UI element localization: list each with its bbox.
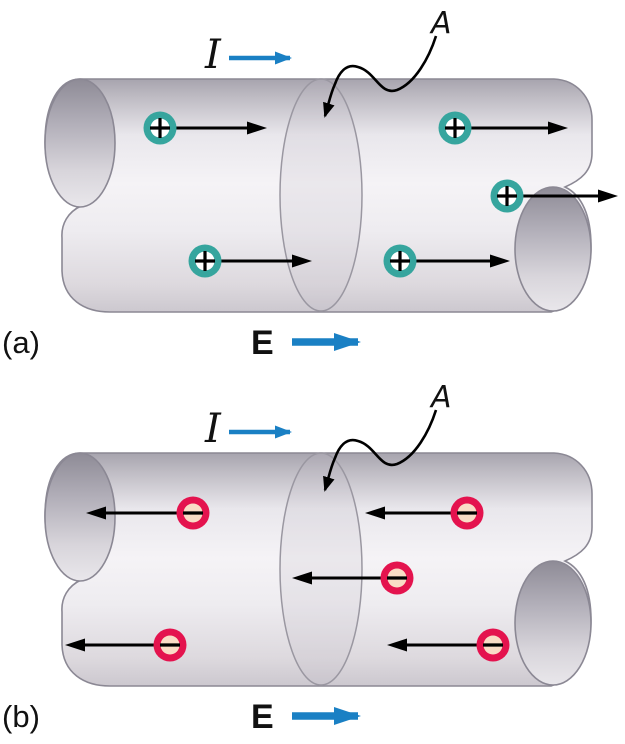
drift-arrowhead (598, 189, 618, 203)
negative-charge (86, 496, 210, 530)
field-label: E (251, 698, 274, 736)
drift-arrowhead (292, 254, 312, 268)
positive-charge (438, 111, 568, 145)
left-end-face (44, 78, 116, 208)
drift-arrowhead (490, 254, 510, 268)
current-label: I (204, 406, 222, 452)
charges-layer (143, 111, 618, 278)
drift-arrowhead (548, 121, 568, 135)
right-end-face (514, 186, 592, 312)
drift-arrowhead (86, 506, 106, 520)
field-label: E (251, 324, 274, 362)
charges-layer (65, 496, 510, 662)
panel-caption: (b) (2, 699, 40, 734)
area-leader-arrow (323, 409, 438, 492)
drift-arrowhead (292, 571, 312, 585)
drift-arrowhead (387, 638, 407, 652)
area-leader-arrow (323, 35, 438, 118)
positive-charge (383, 244, 510, 278)
drift-arrowhead (65, 638, 85, 652)
cross-section-ellipse (279, 452, 363, 686)
area-label: A (429, 6, 452, 41)
area-label: A (429, 380, 452, 415)
current-label: I (204, 32, 222, 78)
right-end-face (514, 560, 592, 686)
left-end-face (44, 452, 116, 582)
negative-charge (292, 561, 414, 595)
negative-charge (365, 496, 484, 530)
negative-charge (65, 628, 187, 662)
positive-charge (490, 179, 618, 213)
drift-arrowhead (247, 121, 267, 135)
drift-arrowhead (365, 506, 385, 520)
negative-charge (387, 628, 510, 662)
panel-a: I A E (a) (2, 6, 618, 362)
panel-b: I A E (b) (2, 380, 593, 736)
cross-section-ellipse (279, 78, 363, 312)
positive-charge (143, 111, 267, 145)
positive-charge (188, 244, 312, 278)
panel-caption: (a) (2, 325, 40, 360)
